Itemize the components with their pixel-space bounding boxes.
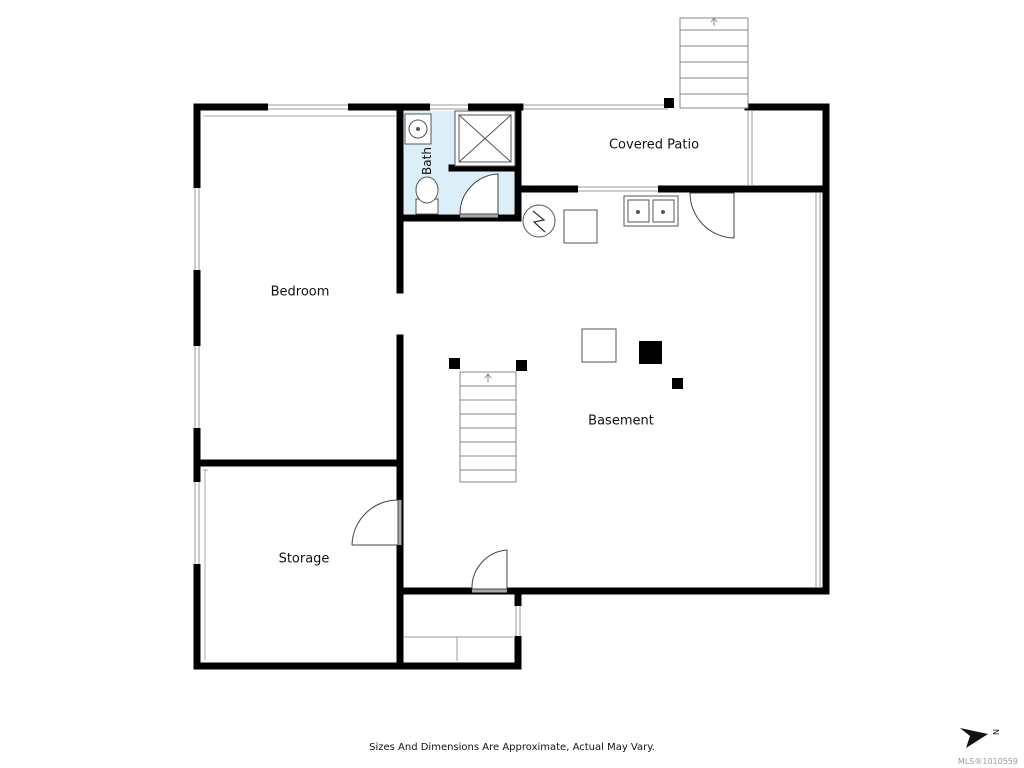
- patio-edges: [523, 104, 821, 587]
- room-label-bath: Bath: [420, 147, 434, 175]
- post: [664, 98, 674, 108]
- doors: [351, 173, 735, 593]
- post: [449, 358, 460, 369]
- exterior-stairs: [679, 17, 749, 109]
- column: [639, 341, 662, 364]
- column: [672, 378, 683, 389]
- closet-shelves: [404, 636, 513, 661]
- bath-sink-icon: [404, 113, 432, 145]
- room-label-bedroom: Bedroom: [270, 284, 330, 300]
- appliance-box: [563, 209, 598, 244]
- room-label-covered-patio: Covered Patio: [608, 137, 700, 153]
- laundry-sink-icon: [623, 195, 679, 227]
- disclaimer-text: Sizes And Dimensions Are Approximate, Ac…: [369, 742, 655, 753]
- water-heater-icon: [522, 204, 556, 238]
- interior-stairs: [459, 371, 517, 483]
- appliance-box: [581, 328, 617, 363]
- north-label: N: [991, 729, 1000, 735]
- toilet-icon: [415, 176, 439, 215]
- mls-number: MLS®1010559: [957, 757, 1018, 766]
- inner-outline: [203, 115, 396, 660]
- shower-icon: [454, 110, 516, 167]
- windows: [193, 103, 658, 636]
- room-label-storage: Storage: [278, 551, 330, 567]
- north-arrow-icon: N: [960, 728, 1000, 748]
- post: [516, 360, 527, 371]
- room-label-basement: Basement: [588, 413, 654, 429]
